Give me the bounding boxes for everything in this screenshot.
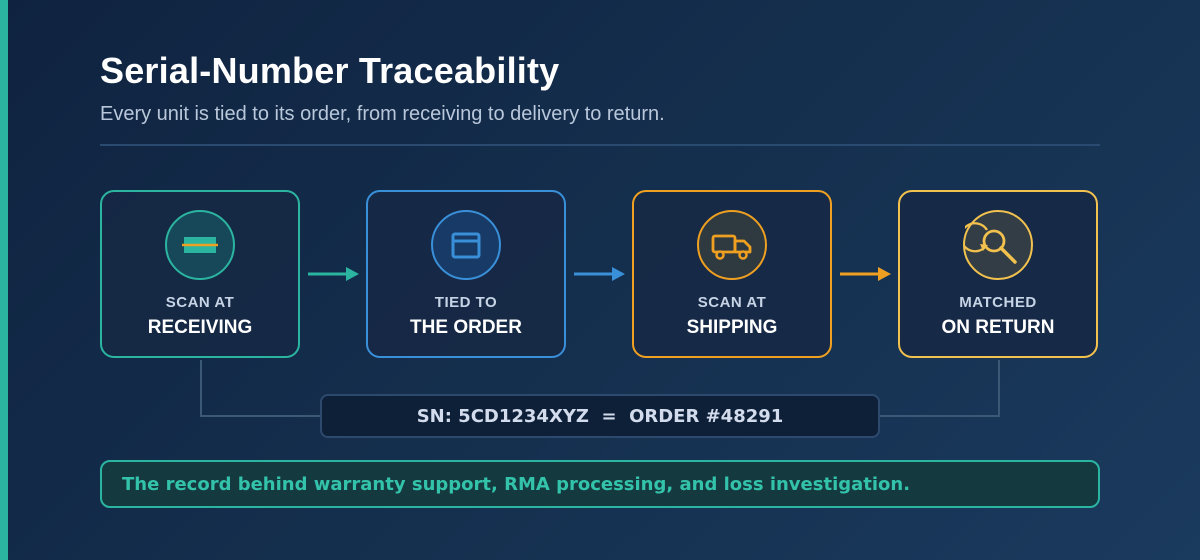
step-label-main: SHIPPING: [686, 317, 778, 338]
step-label-top: MATCHED: [959, 294, 1037, 311]
step-label-main: THE ORDER: [410, 317, 522, 338]
arrow-right-icon: [840, 267, 891, 281]
barcode-scan-icon: [182, 237, 218, 253]
step-scan-shipping: SCAN AT SHIPPING: [632, 190, 832, 358]
page-subtitle: Every unit is tied to its order, from re…: [100, 103, 665, 125]
serial-order-record: SN: 5CD1234XYZ = ORDER #48291: [320, 394, 880, 438]
arrow-right-icon: [308, 267, 359, 281]
step-icon-circle: [963, 210, 1033, 280]
step-tied-to-order: TIED TO THE ORDER: [366, 190, 566, 358]
footer-callout: The record behind warranty support, RMA …: [100, 460, 1100, 508]
step-scan-receiving: SCAN AT RECEIVING: [100, 190, 300, 358]
step-label-main: ON RETURN: [941, 317, 1055, 338]
step-icon-circle: [165, 210, 235, 280]
arrow-right-icon: [574, 267, 625, 281]
step-label-top: SCAN AT: [165, 294, 235, 311]
step-icon-circle: [431, 210, 501, 280]
header-divider: [100, 144, 1100, 146]
page-title: Serial-Number Traceability: [100, 50, 560, 91]
left-accent-bar: [0, 0, 8, 560]
step-label-top: SCAN AT: [697, 294, 767, 311]
step-label-main: RECEIVING: [147, 317, 253, 338]
document-window-icon: [451, 232, 481, 259]
step-matched-return: MATCHED ON RETURN: [898, 190, 1098, 358]
step-label-top: TIED TO: [434, 294, 498, 311]
step-icon-circle: [697, 210, 767, 280]
return-search-icon: [965, 222, 1017, 264]
delivery-truck-icon: [711, 234, 752, 260]
